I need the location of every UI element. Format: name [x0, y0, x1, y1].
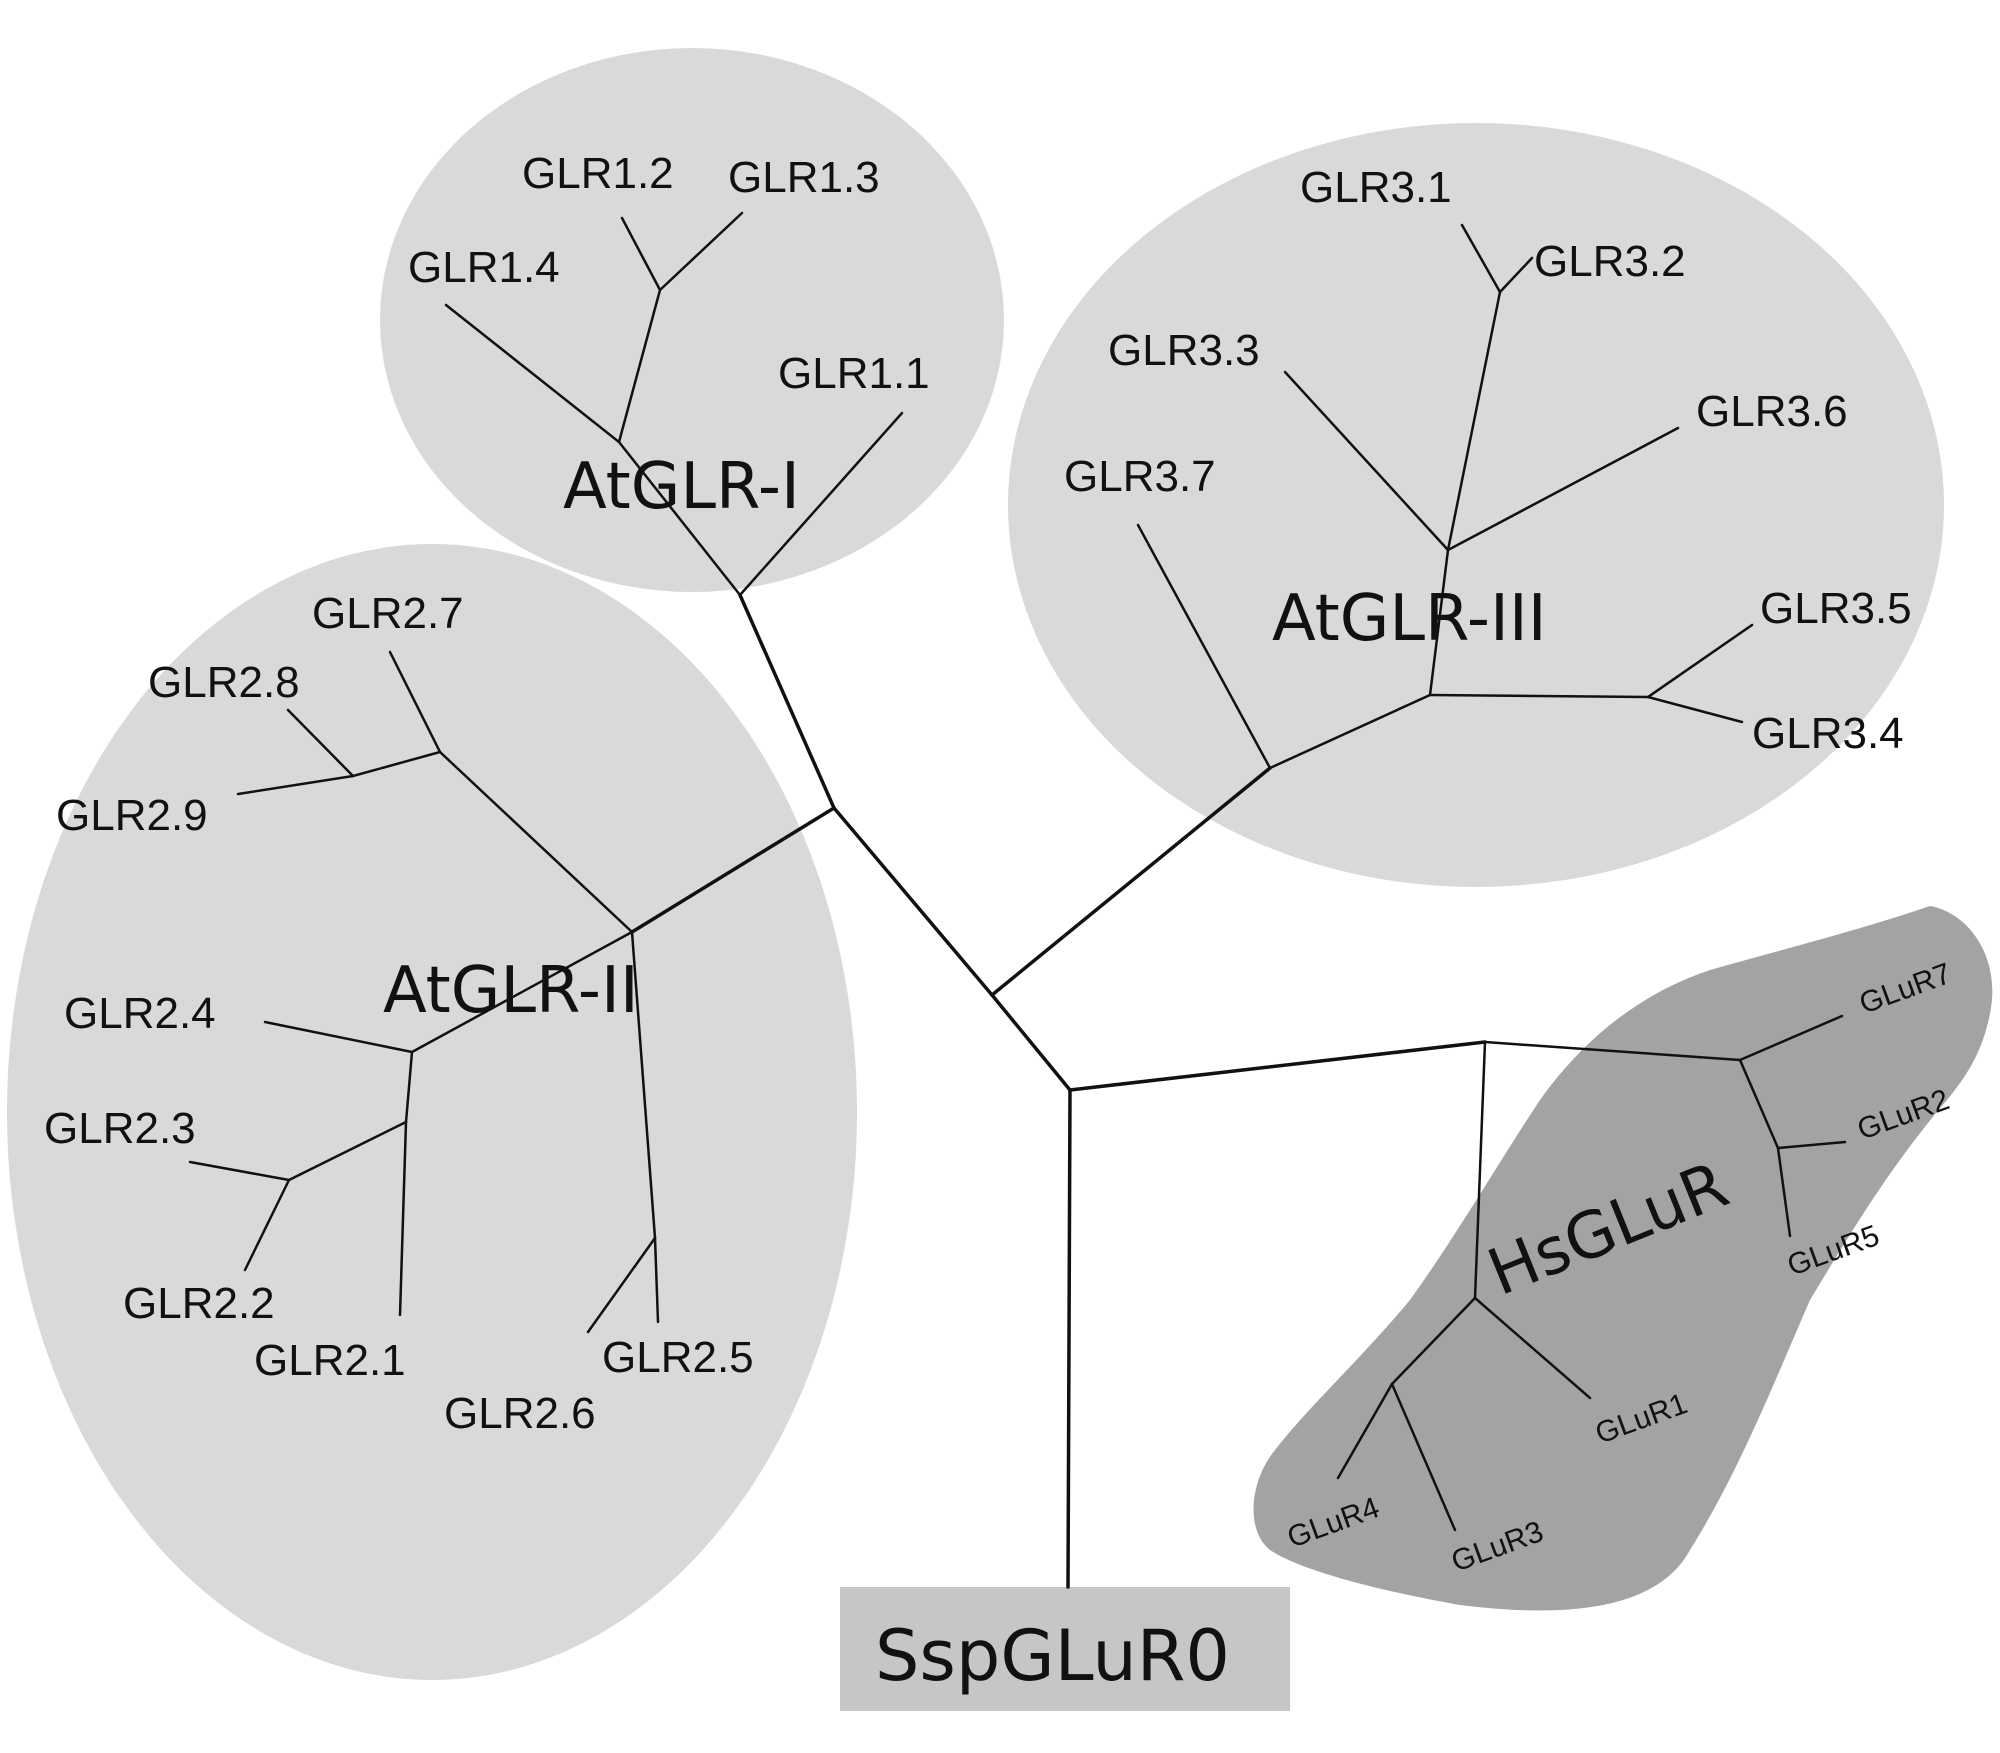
branch-trunk-i-ii: [738, 593, 836, 810]
branch-glr2-9: [236, 774, 355, 796]
leaf-glr1-4: GLR1.4: [408, 243, 560, 292]
branch-atglr-ii-lower: [410, 930, 634, 1054]
branch-glr2-1-stem: [404, 1050, 414, 1124]
group-atglr-i-region: [380, 48, 1004, 592]
branch-glr2-2: [243, 1178, 291, 1272]
group-label-atglr-i: AtGLR-I: [563, 450, 800, 524]
leaf-glr2-9: GLR2.9: [56, 791, 208, 840]
branch-glr2-1: [398, 1120, 408, 1317]
group-atglr-ii-region: [7, 544, 857, 1680]
leaf-glr3-3: GLR3.3: [1108, 326, 1260, 375]
branch-hsglur-upper: [1483, 1040, 1742, 1062]
branch-glur5: [1776, 1146, 1792, 1238]
branch-glr2-4: [263, 1020, 414, 1054]
branch-trunk-a: [832, 806, 994, 997]
branch-glr2-5-6-stem: [630, 930, 657, 1240]
branch-glr3-1-2-stem: [1446, 290, 1502, 552]
branch-glur3: [1390, 1382, 1457, 1532]
branch-glr3-4: [1646, 695, 1744, 724]
branch-to-atglr-ii: [630, 806, 836, 934]
branch-glur2: [1776, 1140, 1847, 1150]
leaf-glr2-2: GLR2.2: [123, 1279, 275, 1328]
branch-trunk-b: [990, 993, 1072, 1092]
branch-glr3-6: [1446, 426, 1680, 552]
leaf-glr1-3: GLR1.3: [728, 153, 880, 202]
branch-glr2-8: [286, 708, 355, 778]
leaf-glr3-4: GLR3.4: [1752, 709, 1904, 758]
branch-glr3-5: [1646, 623, 1754, 699]
group-atglr-iii-region: [1008, 123, 1944, 887]
branch-atglr-iii-upper-stem: [1428, 548, 1450, 697]
group-label-atglr-ii: AtGLR-II: [383, 954, 639, 1028]
branch-glr2-8-9-node: [351, 750, 442, 778]
branch-to-atglr-iii: [990, 766, 1272, 997]
branch-glr3-7: [1136, 523, 1272, 770]
branch-glr2-3: [188, 1160, 291, 1182]
leaf-glr1-1: GLR1.1: [778, 349, 930, 398]
branch-glur4: [1336, 1382, 1394, 1480]
leaf-glr2-6: GLR2.6: [444, 1389, 596, 1438]
branch-glr1-1: [738, 411, 904, 597]
leaf-glr2-1: GLR2.1: [254, 1336, 406, 1385]
leaf-glr3-1: GLR3.1: [1300, 163, 1452, 212]
leaf-glr3-6: GLR3.6: [1696, 387, 1848, 436]
branch-hsglur-lower-stem: [1473, 1040, 1487, 1300]
root-label: SspGLuR0: [875, 1615, 1230, 1697]
root-label-box: [840, 1587, 1290, 1711]
branch-glr1-2-3-node: [617, 288, 662, 444]
branch-glr2-6: [586, 1236, 657, 1334]
branch-glur7: [1738, 1014, 1844, 1062]
branch-glr3-4-5-node: [1428, 693, 1650, 699]
leaf-glr3-2: GLR3.2: [1534, 237, 1686, 286]
branch-to-root: [1066, 1088, 1072, 1589]
branch-glr2-5: [653, 1236, 660, 1324]
branch-glur3-4-node: [1390, 1296, 1477, 1386]
group-label-atglr-iii: AtGLR-III: [1272, 582, 1547, 656]
leaf-glr3-5: GLR3.5: [1760, 584, 1912, 633]
branch-glur1: [1473, 1296, 1592, 1400]
leaf-glr2-4: GLR2.4: [64, 989, 216, 1038]
leaf-glr2-8: GLR2.8: [148, 658, 300, 707]
branch-glr1-4: [444, 303, 621, 444]
branch-atglr-ii-upper: [438, 750, 634, 934]
group-hsglur-region: [1253, 906, 1993, 1611]
branch-atglr-iii-inner: [1268, 693, 1432, 770]
branch-glr1-2: [620, 216, 662, 292]
branch-glr3-1: [1460, 223, 1502, 294]
leaf-glr3-7: GLR3.7: [1064, 452, 1216, 501]
leaf-glr2-5: GLR2.5: [602, 1333, 754, 1382]
leaf-glr2-3: GLR2.3: [44, 1104, 196, 1153]
branch-atglr-i-stem: [617, 440, 742, 597]
leaf-glr2-7: GLR2.7: [312, 589, 464, 638]
branch-glur2-5-stem: [1738, 1058, 1780, 1150]
branch-glr2-7: [388, 650, 442, 754]
leaf-glr1-2: GLR1.2: [522, 149, 674, 198]
branch-glr3-2: [1498, 256, 1534, 294]
branch-glr3-3: [1283, 370, 1450, 552]
branch-glr2-2-3-node: [287, 1120, 408, 1182]
branch-to-hsglur: [1068, 1040, 1487, 1092]
branch-glr1-3: [658, 211, 744, 292]
